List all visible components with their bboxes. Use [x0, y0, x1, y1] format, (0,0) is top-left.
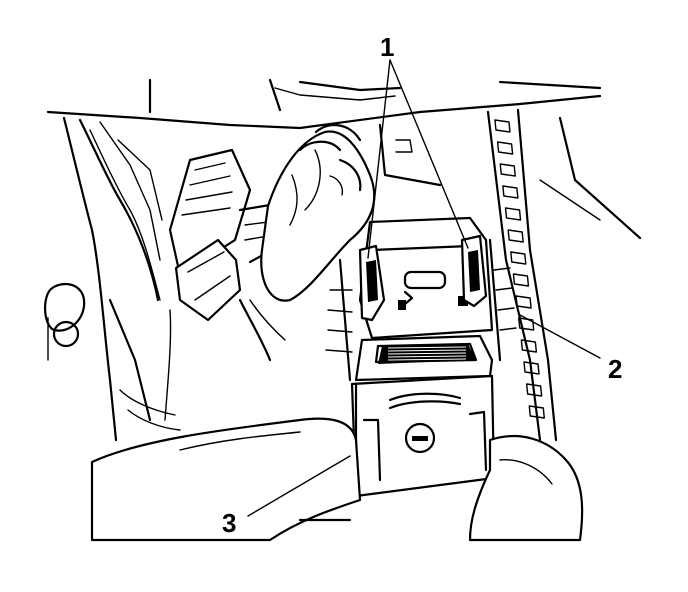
callout-leaders — [247, 59, 601, 517]
channel-rib — [510, 251, 527, 265]
lower-hand — [90, 417, 584, 542]
module-rib — [387, 358, 467, 361]
left-bracket — [44, 116, 181, 442]
callout-label-2: 2 — [608, 354, 622, 384]
channel-rib — [512, 273, 530, 287]
leader-line-3 — [247, 455, 351, 517]
ribbed-channel — [486, 108, 558, 442]
callout-label-3: 3 — [222, 508, 236, 538]
channel-rib — [496, 141, 514, 155]
dash-panel-structure — [46, 78, 642, 240]
leader-line-2 — [519, 314, 601, 359]
module-rib — [387, 355, 467, 358]
mounting-bracket — [325, 216, 517, 382]
channel-rib — [499, 163, 516, 177]
leader-line-1b — [389, 59, 469, 249]
upper-hand — [260, 123, 376, 302]
channel-rib — [515, 295, 532, 309]
module-rib — [387, 349, 467, 352]
channel-rib — [504, 207, 522, 221]
wiring-harness-connector — [168, 148, 286, 362]
channel-rib — [523, 361, 540, 375]
channel-rib — [507, 229, 524, 243]
module-rib — [387, 352, 467, 355]
channel-rib — [525, 383, 543, 397]
channel-rib — [520, 339, 538, 353]
connector-module — [350, 334, 496, 498]
leader-line-1a — [367, 59, 391, 259]
callout-label-1: 1 — [380, 32, 394, 62]
channel-rib — [494, 119, 511, 133]
module-rib — [387, 346, 467, 349]
channel-rib — [528, 405, 545, 419]
channel-rib — [502, 185, 519, 199]
